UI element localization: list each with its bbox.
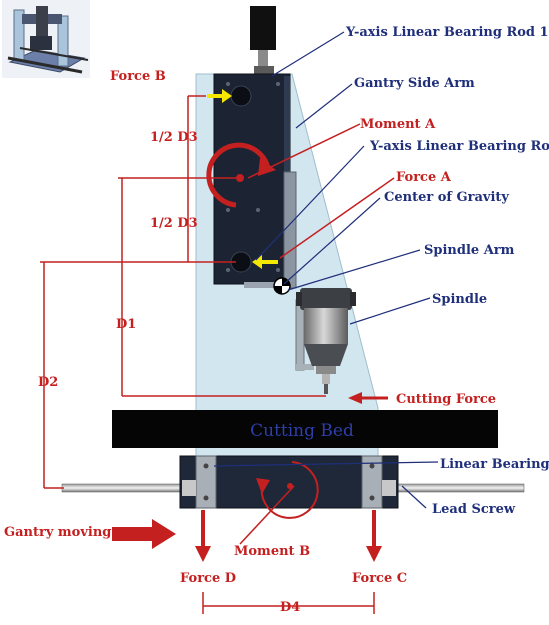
label-force-c: Force C (352, 571, 407, 586)
label-lead-screw: Lead Screw (432, 502, 516, 517)
label-linear-bearing: Linear Bearing (440, 457, 549, 472)
force-d-arrow (195, 510, 211, 562)
label-force-a: Force A (396, 170, 452, 185)
label-spindle-arm: Spindle Arm (424, 243, 515, 258)
gantry-moving-arrow (112, 519, 176, 549)
label-force-d: Force D (180, 571, 236, 586)
label-half-d3-upper: 1/2 D3 (150, 130, 198, 145)
label-d1: D1 (116, 317, 136, 332)
label-d4: D4 (280, 600, 300, 615)
label-half-d3-lower: 1/2 D3 (150, 216, 198, 231)
dimension-lines (40, 95, 375, 614)
y-carriage-plate (213, 73, 291, 285)
spindle-motor (296, 288, 356, 394)
cutting-force-arrow (348, 392, 388, 404)
label-spindle: Spindle (432, 292, 487, 307)
label-moment-b: Moment B (234, 544, 310, 559)
label-cutting-force: Cutting Force (396, 392, 496, 407)
leader-lines (213, 31, 439, 509)
label-y-axis-rod-top: Y-axis Linear Bearing Rod 1 (345, 25, 549, 40)
force-b-arrow (207, 89, 232, 103)
upper-bearing-boss (230, 85, 252, 107)
label-y-axis-rod-mid: Y-axis Linear Bearing Rod 1 (369, 139, 549, 154)
label-moment-a: Moment A (360, 117, 436, 132)
label-force-b: Force B (110, 69, 166, 84)
force-a-arrow (252, 255, 278, 269)
moment-b-arrow (256, 461, 319, 519)
machine-thumbnail (2, 0, 90, 78)
cutting-bed-label: Cutting Bed (250, 421, 354, 441)
force-c-arrow (366, 510, 382, 562)
spindle-mount (295, 299, 305, 371)
label-d2: D2 (38, 375, 58, 390)
red-leader-lines (239, 123, 395, 545)
cutting-bed (112, 410, 498, 448)
label-center-of-gravity: Center of Gravity (384, 190, 509, 205)
y-axis-motor (250, 6, 276, 50)
label-gantry-moving: Gantry moving (4, 525, 111, 540)
label-gantry-side-arm: Gantry Side Arm (354, 76, 475, 91)
spindle-arm (283, 171, 297, 289)
